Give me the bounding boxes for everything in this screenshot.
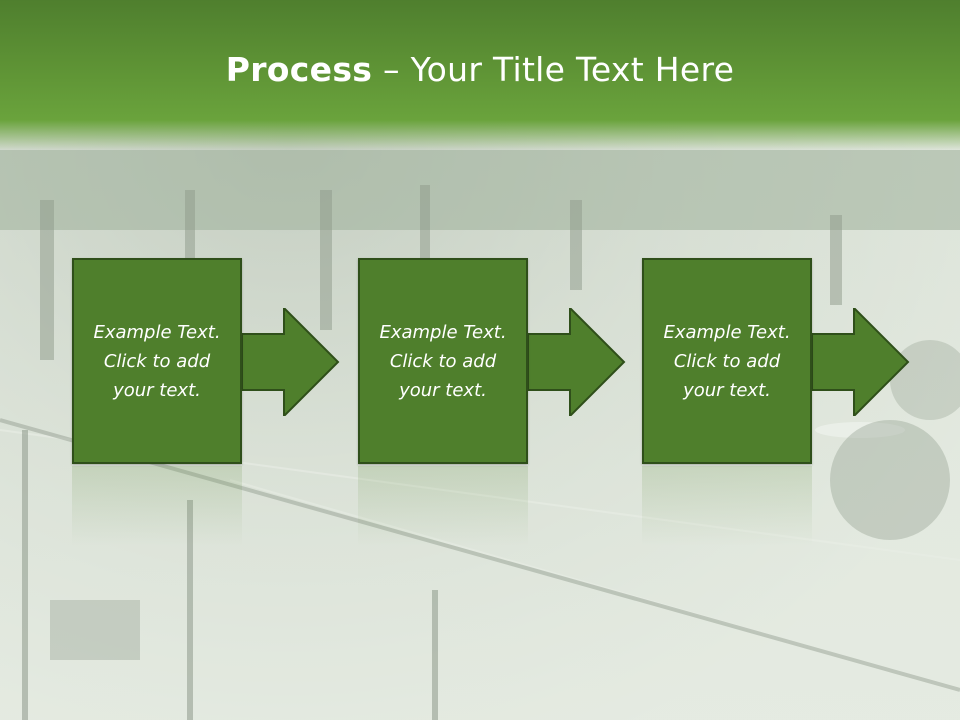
title-bold-part: Process [225,50,373,89]
process-step-3[interactable]: Example Text. Click to add your text. [642,258,812,464]
title-bar [0,0,960,150]
step-text-line: your text. [399,379,487,401]
step-text-line: Click to add [673,350,781,372]
arrow-right-icon [528,308,626,416]
box-reflection-3 [642,466,812,546]
process-step-1[interactable]: Example Text. Click to add your text. [72,258,242,464]
title-rest-part: – Your Title Text Here [372,50,735,89]
step-text-line: your text. [683,379,771,401]
step-text-line: Example Text. [93,321,221,343]
step-text-line: your text. [113,379,201,401]
step-text-line: Example Text. [663,321,791,343]
arrow-right-icon [242,308,340,416]
slide-title[interactable]: Process – Your Title Text Here [0,50,960,89]
box-reflection-2 [358,466,528,546]
arrow-right-icon [812,308,910,416]
step-text-line: Click to add [389,350,497,372]
step-text-line: Example Text. [379,321,507,343]
step-text-line: Click to add [103,350,211,372]
box-reflection-1 [72,466,242,546]
process-step-2[interactable]: Example Text. Click to add your text. [358,258,528,464]
